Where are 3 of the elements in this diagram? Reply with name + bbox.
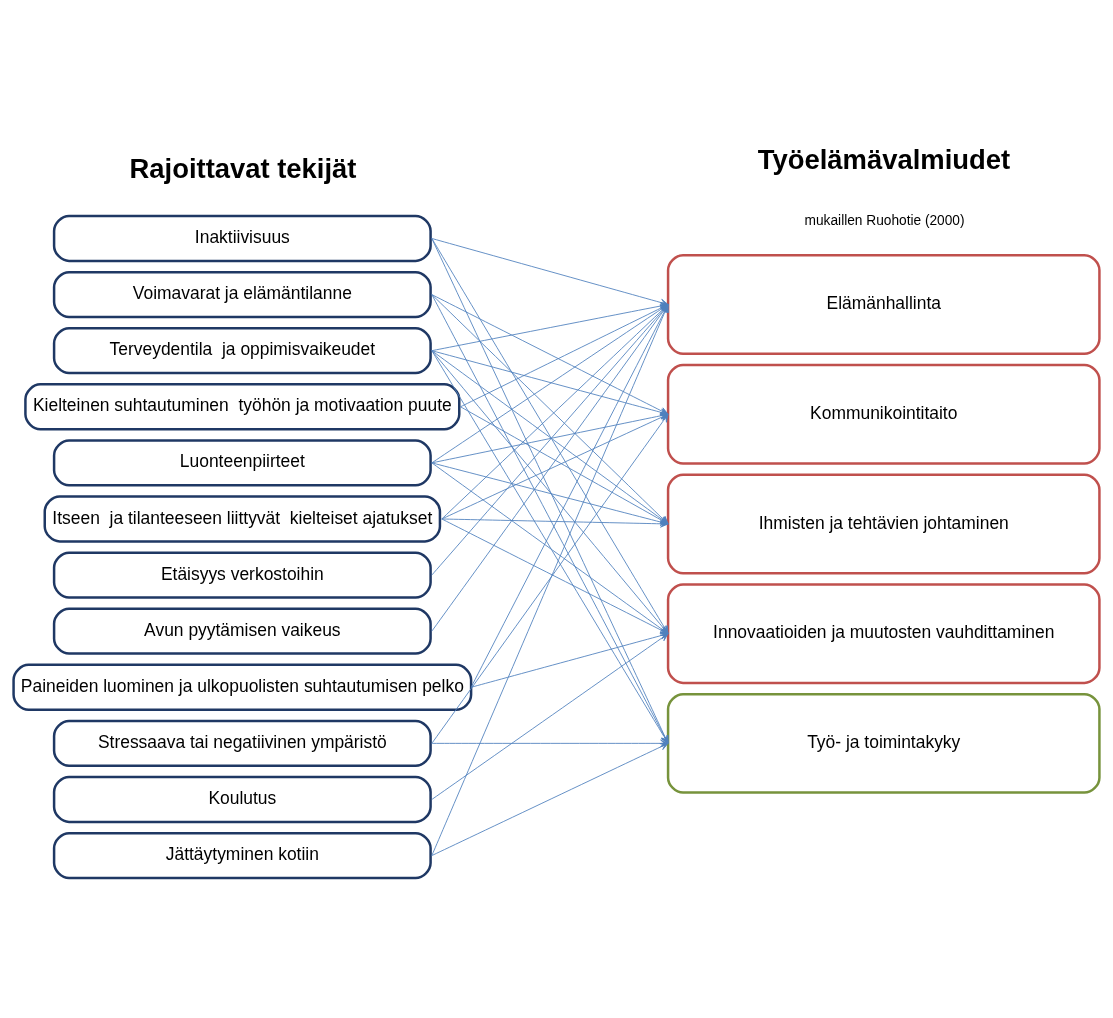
label: Työelämävalmiudet bbox=[757, 144, 1011, 176]
label: mukaillen Ruohotie (2000) bbox=[804, 212, 965, 228]
label: Rajoittavat tekijät bbox=[129, 153, 357, 185]
